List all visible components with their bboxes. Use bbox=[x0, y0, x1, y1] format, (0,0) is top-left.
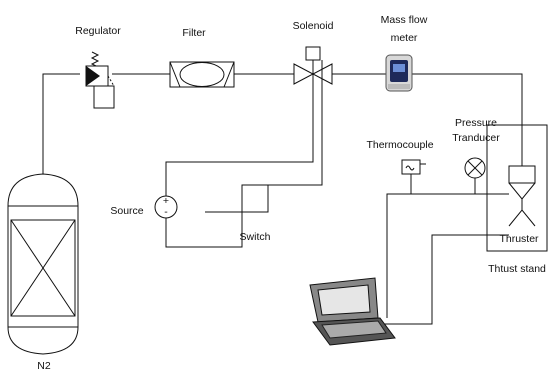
voltage-source: + - bbox=[155, 195, 177, 218]
regulator-symbol bbox=[86, 52, 114, 108]
thruster-symbol bbox=[509, 166, 535, 226]
source-minus-sign: - bbox=[164, 206, 168, 218]
solenoid-label: Solenoid bbox=[293, 20, 334, 32]
filter-label: Filter bbox=[182, 27, 206, 39]
filter-symbol bbox=[170, 62, 234, 87]
thermocouple-label: Thermocouple bbox=[366, 139, 433, 151]
source-label: Source bbox=[110, 205, 143, 217]
n2-tank bbox=[8, 174, 78, 354]
thermocouple-sensor bbox=[402, 160, 426, 174]
switch-symbol bbox=[242, 185, 268, 212]
thruster-label: Thruster bbox=[499, 233, 539, 245]
pressure-label-line2: Tranducer bbox=[452, 132, 500, 144]
gas-line bbox=[43, 74, 522, 174]
switch-label: Switch bbox=[240, 231, 271, 243]
n2-label: N2 bbox=[37, 360, 51, 369]
thrust-stand-label: Thtust stand bbox=[488, 263, 546, 275]
pressure-label-line1: Pressure bbox=[455, 117, 497, 129]
mass-flow-label-line1: Mass flow bbox=[381, 14, 428, 26]
laptop-computer bbox=[310, 278, 395, 345]
mass-flow-meter bbox=[386, 55, 412, 91]
regulator-label: Regulator bbox=[75, 25, 121, 37]
pressure-transducer bbox=[465, 158, 485, 178]
sensor-wiring bbox=[376, 174, 509, 324]
mass-flow-label-line2: meter bbox=[391, 32, 418, 44]
solenoid-circuit bbox=[166, 60, 322, 247]
